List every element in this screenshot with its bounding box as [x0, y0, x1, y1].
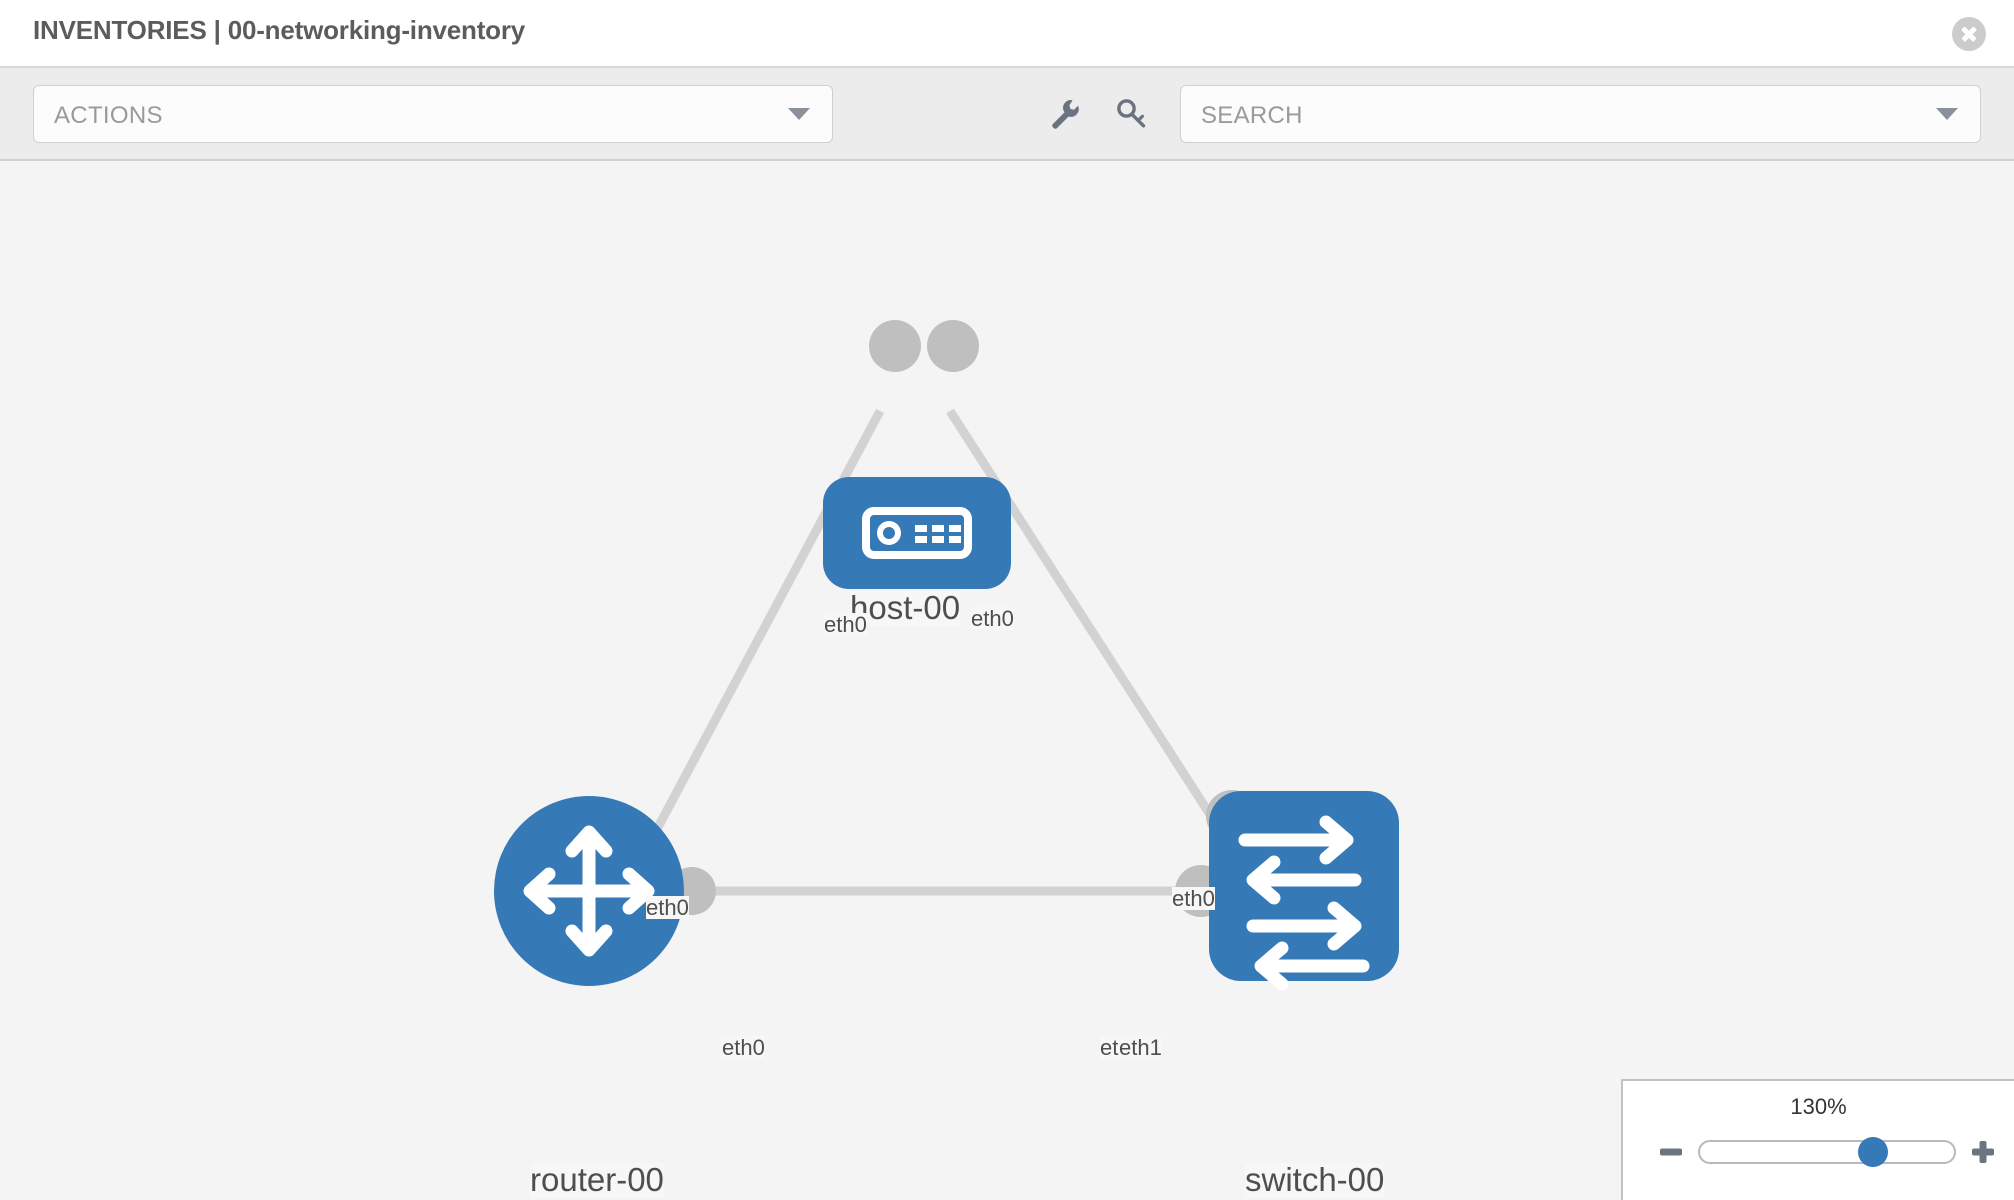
node-switch-00[interactable] — [1209, 791, 1399, 991]
minus-icon[interactable] — [1656, 1137, 1686, 1167]
server-icon — [862, 507, 972, 559]
zoom-slider-handle[interactable] — [1857, 1137, 1888, 1167]
chevron-down-icon[interactable] — [1936, 108, 1958, 120]
connector-host-00-right — [927, 320, 979, 372]
zoom-slider-row — [1623, 1132, 2014, 1172]
topology-canvas[interactable]: host-00 router-00 switch-00 eth0 eth0 et… — [0, 161, 2014, 1200]
zoom-control-panel: 130% — [1621, 1079, 2014, 1200]
actions-dropdown[interactable]: ACTIONS — [33, 85, 833, 143]
topology-graph — [494, 320, 1399, 991]
toolbar: ACTIONS SEARCH — [0, 68, 2014, 161]
interface-label-router-00-eth0: eth0 — [722, 1035, 765, 1060]
node-label-switch-00: switch-00 — [1245, 1161, 1385, 1198]
node-label-router-00: router-00 — [530, 1161, 664, 1198]
actions-dropdown-label: ACTIONS — [54, 102, 163, 129]
interface-label-host-00-eth0-left: eth0 — [824, 612, 867, 637]
topology-connectors — [668, 320, 1258, 917]
wrench-icon[interactable] — [1035, 85, 1093, 143]
node-label-host-00: host-00 — [850, 589, 961, 626]
interface-label-switch-00-eth1: eth1 — [1119, 1035, 1162, 1060]
search-placeholder: SEARCH — [1201, 102, 1303, 129]
interface-label-switch-00-eth0-uplink: eth0 — [1172, 886, 1215, 911]
node-host-00[interactable] — [823, 477, 1011, 589]
key-icon[interactable] — [1103, 85, 1161, 143]
switch-arrows-icon — [1238, 815, 1370, 991]
window-titlebar: INVENTORIES | 00-networking-inventory — [0, 0, 2014, 68]
interface-label-host-00-eth0-right: eth0 — [971, 606, 1014, 631]
chevron-down-icon — [788, 108, 810, 120]
router-arrows-icon — [523, 825, 655, 957]
search-input[interactable]: SEARCH — [1180, 85, 1981, 143]
connector-host-00-left — [869, 320, 921, 372]
plus-icon[interactable] — [1968, 1137, 1998, 1167]
close-icon[interactable] — [1952, 17, 1986, 51]
zoom-slider[interactable] — [1698, 1137, 1956, 1167]
page-title: INVENTORIES | 00-networking-inventory — [33, 15, 526, 45]
node-router-00[interactable] — [494, 796, 684, 986]
interface-label-router-00-eth0-uplink: eth0 — [646, 895, 689, 920]
zoom-percent-label: 130% — [1790, 1094, 1847, 1119]
